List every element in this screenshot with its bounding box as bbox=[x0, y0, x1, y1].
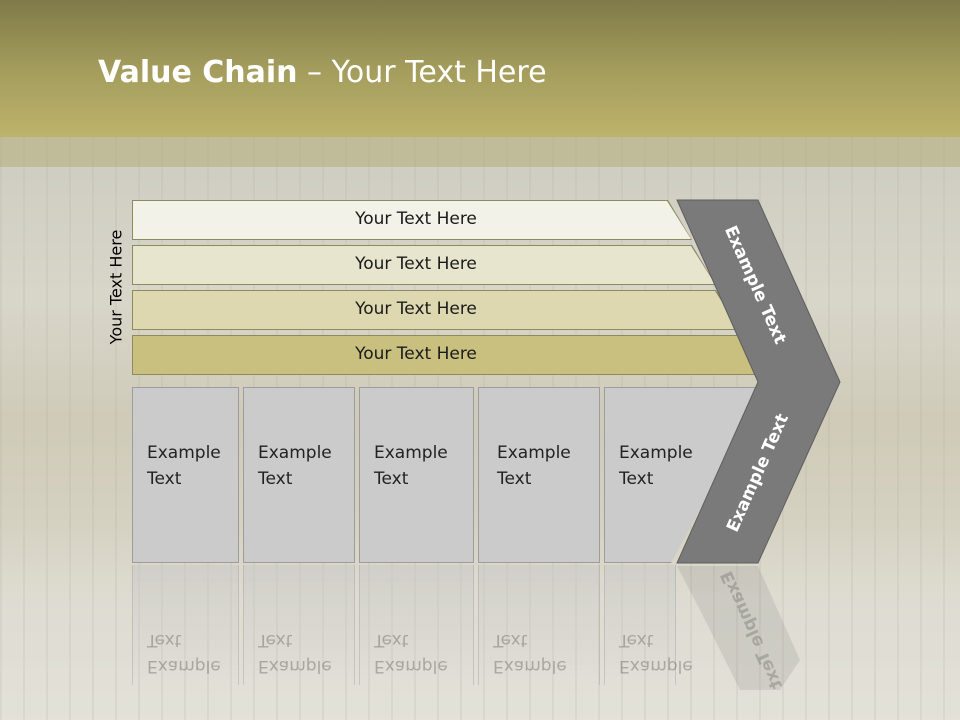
slide-title: Value Chain – Your Text Here bbox=[98, 55, 547, 90]
chevron-shape bbox=[676, 199, 841, 564]
bar-2: Your Text Here bbox=[132, 245, 716, 285]
bar-1: Your Text Here bbox=[132, 200, 692, 240]
bar-4-label: Your Text Here bbox=[355, 344, 477, 364]
title-bold: Value Chain bbox=[98, 55, 298, 90]
bar-3-label: Your Text Here bbox=[355, 299, 477, 319]
chevron-reflection bbox=[677, 566, 800, 690]
bar-3: Your Text Here bbox=[132, 290, 740, 330]
bar-2-label: Your Text Here bbox=[355, 254, 477, 274]
header-band bbox=[0, 0, 960, 137]
bar-3-fill bbox=[133, 291, 739, 329]
bar-4-fill bbox=[133, 336, 763, 374]
bar-2-fill bbox=[133, 246, 715, 284]
bar-1-label: Your Text Here bbox=[355, 209, 477, 229]
title-rest: – Your Text Here bbox=[297, 55, 547, 90]
bar-4: Your Text Here bbox=[132, 335, 764, 375]
bar-1-fill bbox=[133, 201, 691, 239]
header-shadow-band bbox=[0, 137, 960, 167]
